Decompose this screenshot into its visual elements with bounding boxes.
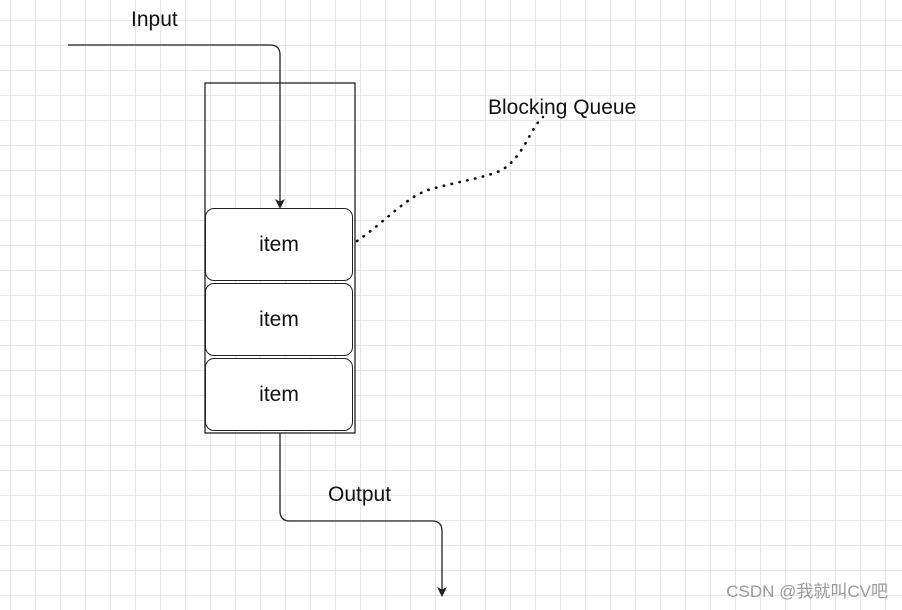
queue-item-label: item (259, 382, 299, 406)
queue-label: Blocking Queue (488, 96, 637, 119)
output-arrow (279, 433, 447, 597)
queue-item-3: item (205, 358, 353, 431)
output-label: Output (328, 483, 392, 506)
queue-item-1: item (205, 208, 353, 281)
queue-item-2: item (205, 283, 353, 356)
input-arrow (68, 44, 285, 209)
queue-callout-line (355, 115, 545, 243)
queue-item-label: item (259, 232, 299, 256)
input-label: Input (131, 8, 178, 31)
watermark: CSDN @我就叫CV吧 (726, 582, 888, 601)
queue-item-label: item (259, 307, 299, 331)
